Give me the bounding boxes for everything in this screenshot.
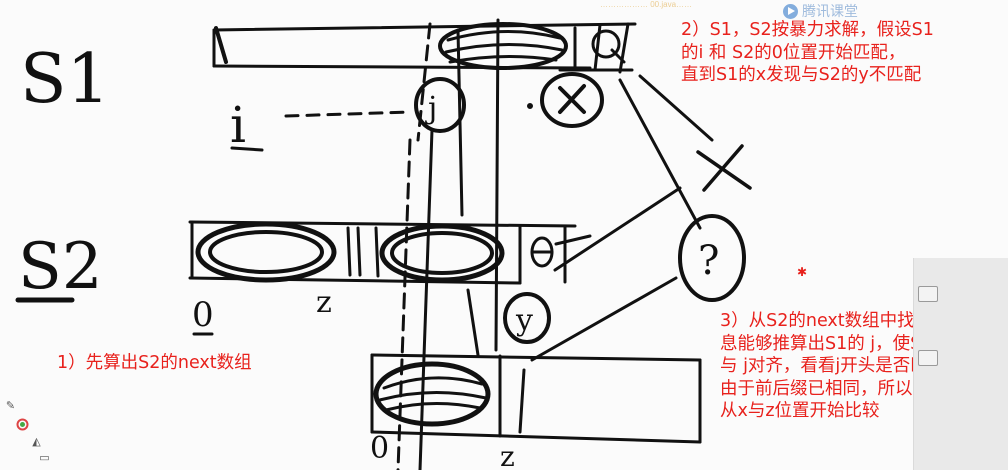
note-step-1: 1）先算出S2的next数组: [57, 353, 252, 373]
alignment-lines: [396, 18, 500, 470]
x-mismatch-circle: [540, 72, 604, 128]
pen-tool-icon[interactable]: ✎: [5, 400, 16, 412]
eraser-icon[interactable]: ▭: [39, 452, 50, 464]
window-icon[interactable]: [918, 350, 938, 366]
pen-tool-palette: ✎ ◭ ▭: [0, 390, 62, 470]
screenshot-icon[interactable]: [918, 286, 938, 302]
color-wheel-icon[interactable]: [16, 418, 29, 431]
side-panel: [913, 258, 1008, 470]
j-label: j: [425, 91, 437, 126]
s2-shifted-zero: 0: [370, 431, 389, 466]
s1-strip: [212, 22, 637, 74]
watermark: 腾讯课堂: [783, 2, 858, 20]
s2-label: S2: [18, 230, 103, 304]
i-label: i: [230, 96, 246, 154]
shape-icon[interactable]: ◭: [32, 436, 41, 448]
s2-end-mark: [530, 236, 554, 268]
i-dashed-line: [284, 110, 412, 118]
top-watermark-strip: ……………… 00.java……: [600, 0, 693, 9]
watermark-text: 腾讯课堂: [802, 4, 858, 20]
question-label: ?: [698, 238, 719, 284]
y-label: y: [515, 303, 533, 338]
play-icon: [783, 3, 798, 19]
s2-zero-index: 0: [192, 295, 214, 335]
s2-z-index: z: [316, 285, 332, 320]
note-step-2: 2）S1，S2按暴力求解，假设S1 的i 和 S2的0位置开始匹配， 直到S1的…: [681, 20, 934, 85]
cross-out-x: [696, 144, 752, 192]
s2-shifted-prefix: [373, 361, 491, 427]
s2-prefix-right: [379, 223, 505, 283]
dot-mark: [527, 103, 533, 109]
connector-lines: [530, 74, 714, 362]
s1-q-mark: [591, 29, 626, 64]
s1-label: S1: [20, 40, 110, 119]
s2-prefix-left: [195, 221, 337, 283]
question-circle: [678, 214, 746, 302]
red-dot-mark: ✱: [797, 265, 807, 279]
s2-shifted-z: z: [500, 440, 515, 470]
j-circle: [414, 77, 466, 133]
y-mismatch-circle: [503, 292, 551, 344]
